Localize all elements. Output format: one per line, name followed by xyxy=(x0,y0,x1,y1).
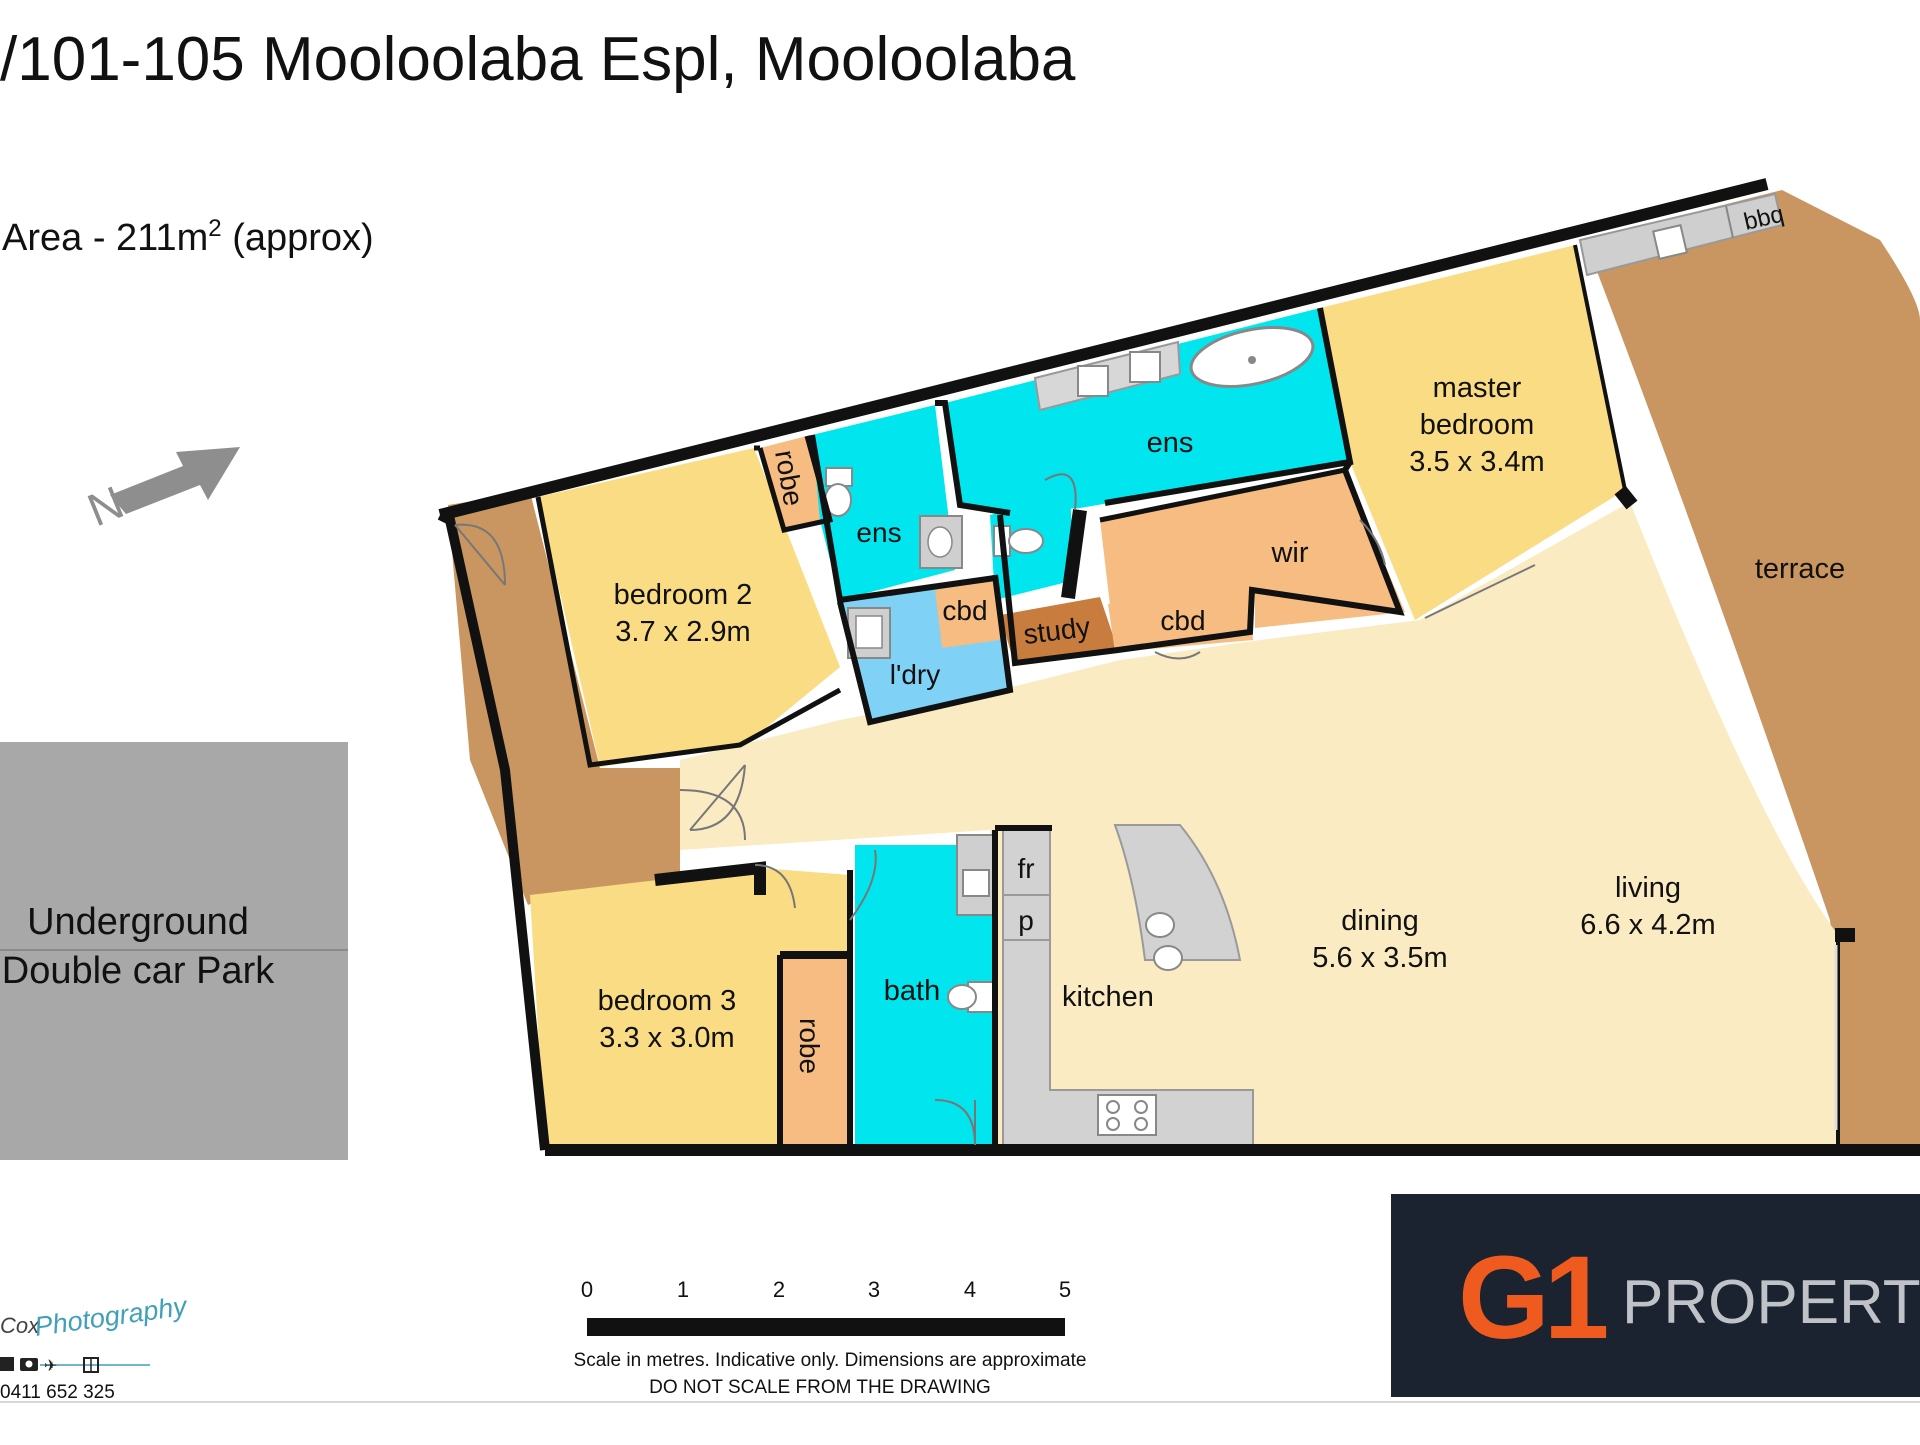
drone-icon: ✈ xyxy=(44,1358,57,1375)
master-bedroom-name-line1: master xyxy=(1433,372,1522,404)
ensuite-main-label: ens xyxy=(1147,427,1194,459)
bathroom-label: bath xyxy=(884,975,940,1007)
brand-logo-word: PROPERT xyxy=(1622,1268,1920,1337)
video-icon xyxy=(0,1357,14,1371)
pantry-label: p xyxy=(1018,905,1034,936)
photographer-logo-text-1: Cox xyxy=(0,1313,40,1338)
ensuite-basin-2-icon xyxy=(1129,351,1161,383)
study-area xyxy=(1000,597,1118,663)
island-sink-1-icon xyxy=(1145,912,1175,938)
living-dining-area xyxy=(680,502,1838,1145)
bedroom-2-area xyxy=(538,448,840,767)
terrace-label: terrace xyxy=(1755,553,1845,585)
scale-note-line2: DO NOT SCALE FROM THE DRAWING xyxy=(649,1377,991,1398)
living-dims: 6.6 x 4.2m xyxy=(1580,909,1715,941)
carpark-label-line1: Underground xyxy=(27,901,249,943)
cooktop-icon xyxy=(1097,1094,1157,1136)
cbd-right-label: cbd xyxy=(1160,605,1205,636)
dining-name: dining xyxy=(1341,905,1418,937)
scale-note-line1: Scale in metres. Indicative only. Dimens… xyxy=(574,1350,1087,1371)
robe-bottom-area xyxy=(780,955,848,1145)
kitchen-label: kitchen xyxy=(1062,981,1154,1013)
cbd-left-label: cbd xyxy=(942,595,987,626)
brand-logo-mark: G1 xyxy=(1458,1232,1607,1364)
bedroom-3-name: bedroom 3 xyxy=(598,985,737,1017)
property-address-title: /101-105 Mooloolaba Espl, Mooloolaba xyxy=(0,25,1076,94)
robe-bottom-label: robe xyxy=(794,1018,825,1074)
carpark-label-line2: Double car Park xyxy=(2,950,275,992)
laundry-label: l'dry xyxy=(890,659,940,690)
door-swings xyxy=(454,473,1536,1146)
bbq-sink-icon xyxy=(1652,224,1688,260)
bedroom-2-name: bedroom 2 xyxy=(614,579,753,611)
scale-bar xyxy=(587,1318,1065,1336)
fridge-label: fr xyxy=(1017,853,1034,884)
scale-tick-2: 2 xyxy=(773,1277,785,1302)
ensuite-basin-1-icon xyxy=(1077,365,1109,397)
photographer-logo: Cox Photography ✈ 0411 652 325 xyxy=(0,1291,190,1403)
master-bedroom-name-line2: bedroom xyxy=(1420,409,1534,441)
master-bedroom-area xyxy=(1320,245,1625,620)
living-name: living xyxy=(1615,872,1681,904)
floor-area-label: Area - 211m2 (approx) xyxy=(2,215,374,259)
island-sink-2-icon xyxy=(1153,945,1183,971)
scale-tick-3: 3 xyxy=(868,1277,880,1302)
scale-tick-0: 0 xyxy=(581,1277,593,1302)
photographer-phone: 0411 652 325 xyxy=(0,1382,115,1403)
north-arrow-icon: N xyxy=(80,447,240,536)
brand-panel xyxy=(1391,1194,1920,1397)
bedroom-2-dims: 3.7 x 2.9m xyxy=(615,616,750,648)
terrace-area xyxy=(1585,190,1920,1150)
north-letter: N xyxy=(80,476,130,537)
bedroom-3-area xyxy=(530,868,850,1145)
bedroom-3-dims: 3.3 x 3.0m xyxy=(599,1022,734,1054)
scale-tick-1: 1 xyxy=(677,1277,689,1302)
wir-label: wir xyxy=(1270,537,1308,569)
walls xyxy=(437,178,1920,1156)
ensuite-small-label: ens xyxy=(856,517,901,548)
scale-tick-4: 4 xyxy=(964,1277,976,1302)
cbd-left-area xyxy=(935,580,1000,648)
dining-dims: 5.6 x 3.5m xyxy=(1312,942,1447,974)
scale-tick-5: 5 xyxy=(1059,1277,1071,1302)
master-bedroom-dims: 3.5 x 3.4m xyxy=(1409,446,1544,478)
bath-basin-icon xyxy=(962,869,990,897)
scale-ticks: 0 1 2 3 4 5 xyxy=(581,1277,1071,1302)
photographer-logo-text-2: Photography xyxy=(33,1291,190,1342)
wir-area xyxy=(1100,470,1405,628)
